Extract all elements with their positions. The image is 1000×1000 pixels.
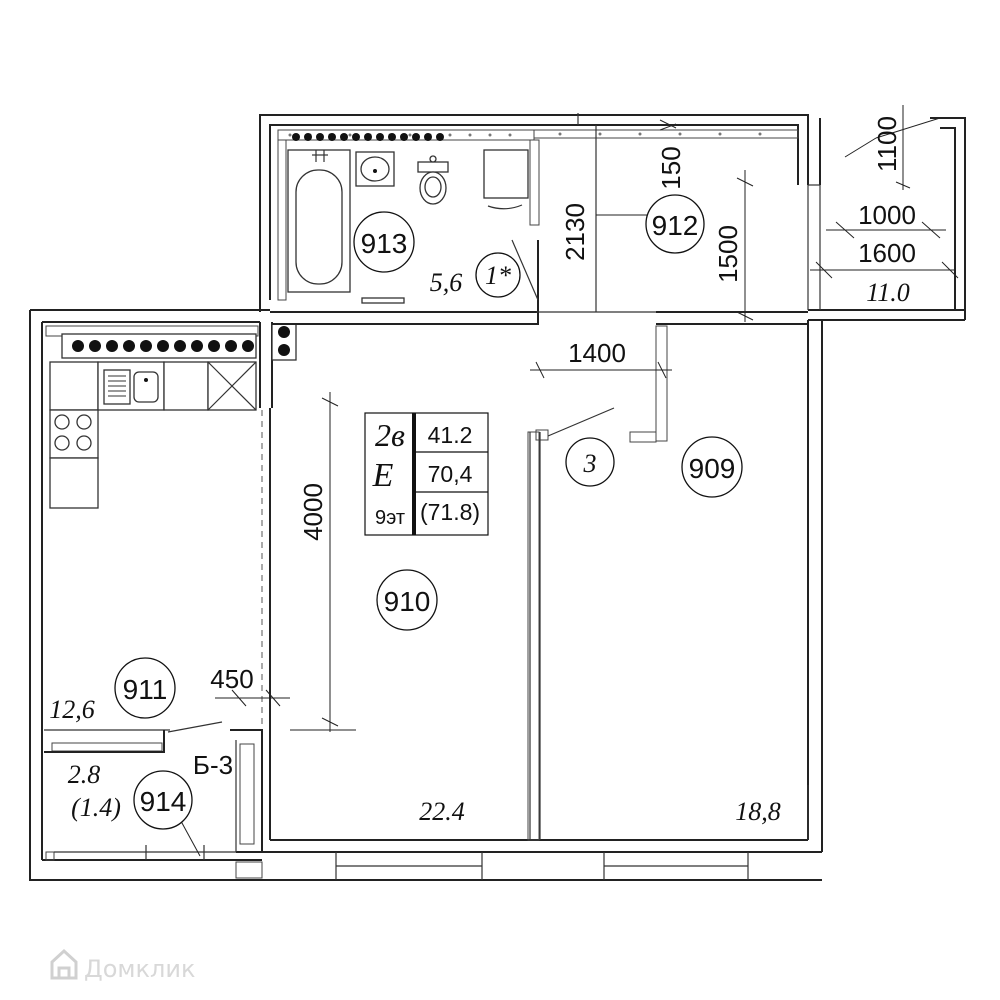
info-table [364, 412, 489, 536]
info-area-total: 70,4 [428, 461, 473, 487]
room-913-number: 913 [361, 228, 408, 259]
info-type-code: 2в [375, 417, 405, 453]
hall-marker: 3 [583, 449, 597, 478]
bath-marker: 1* [485, 261, 511, 290]
bathtub [287, 149, 351, 293]
dim-1600: 1600 [858, 238, 916, 268]
sink-bath [355, 151, 395, 187]
hatched-walls [45, 129, 799, 879]
dim-150: 150 [656, 146, 686, 189]
dim-1000: 1000 [858, 200, 916, 230]
room-911-number: 911 [123, 674, 168, 705]
dim-2130: 2130 [560, 203, 590, 261]
bath-vent [361, 297, 405, 304]
room-909-area: 18,8 [735, 797, 781, 826]
labels: 909 910 911 912 913 914 18,8 22.4 12,6 1… [49, 116, 916, 826]
radiator-kitchen [61, 323, 297, 361]
info-area-living: 41.2 [428, 422, 473, 448]
kitchen-units [49, 361, 257, 509]
room-914-area: 2.8 [68, 760, 101, 789]
room-910-number: 910 [384, 586, 431, 617]
balcony-mark: Б-3 [193, 750, 233, 780]
room-911-area: 12,6 [49, 695, 95, 724]
dim-1400: 1400 [568, 338, 626, 368]
info-area-with-balcony: (71.8) [420, 499, 480, 525]
info-section: Е [372, 457, 394, 494]
dim-4000: 4000 [298, 483, 328, 541]
inner-walls [44, 113, 821, 880]
outer-walls [29, 114, 966, 881]
watermark-text: Домклик [84, 955, 195, 983]
washing-machine [483, 149, 529, 199]
room-910-area: 22.4 [419, 797, 465, 826]
dim-450: 450 [210, 664, 253, 694]
toilet [417, 155, 449, 205]
room-914-area-reduced: (1.4) [71, 793, 121, 822]
room-914-number: 914 [140, 786, 187, 817]
room-913-area: 5,6 [430, 268, 463, 297]
dim-1500: 1500 [713, 225, 743, 283]
room-912-area: 11.0 [866, 278, 910, 307]
watermark: Домклик [50, 948, 195, 983]
house-logo-icon [50, 948, 78, 980]
room-circles [114, 194, 743, 830]
dim-1100: 1100 [872, 116, 902, 172]
radiator-bath [292, 133, 444, 141]
room-909-number: 909 [689, 453, 736, 484]
info-floor: 9эт [375, 507, 405, 529]
room-912-number: 912 [652, 210, 699, 241]
